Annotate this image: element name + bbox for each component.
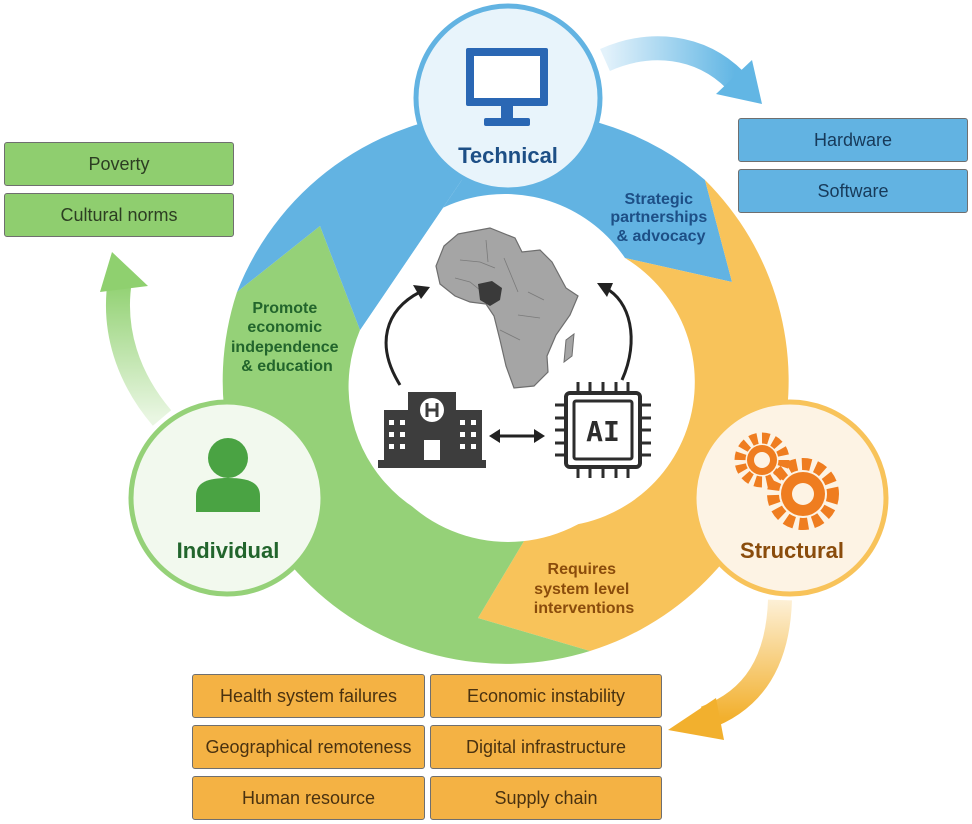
arrow-to-structural-factors [668, 599, 792, 740]
ring-segment-technical [360, 111, 732, 331]
arrow-to-individual-factors [100, 252, 172, 426]
structural-factor-digital-infrastructure: Digital infrastructure [430, 725, 662, 769]
individual-factor-poverty: Poverty [4, 142, 234, 186]
individual-node-label: Individual [177, 538, 280, 563]
africa-map-nigeria-highlighted-icon [435, 227, 579, 389]
structural-factor-economic-instability: Economic instability [430, 674, 662, 718]
arrow-to-technical-factors [600, 36, 762, 104]
person-icon [196, 438, 260, 512]
individual-node: Individual [128, 399, 326, 597]
structural-factor-supply-chain: Supply chain [430, 776, 662, 820]
structural-factor-geographical-remoteness: Geographical remoteness [192, 725, 425, 769]
technical-factor-hardware: Hardware [738, 118, 968, 162]
ring-segment-technical-top [237, 111, 508, 330]
monitor-icon [466, 48, 548, 126]
technical-node-label: Technical [458, 143, 558, 168]
structural-node-label: Structural [740, 538, 844, 563]
structural-factor-human-resource: Human resource [192, 776, 425, 820]
ai-chip-icon: AI [555, 382, 651, 478]
hospital-ai-double-arrow [489, 429, 545, 443]
ring-segment-individual [222, 226, 590, 664]
hospital-icon [378, 392, 486, 468]
hospital-to-map-arrow [384, 285, 430, 386]
ai-chip-label: AI [586, 415, 620, 448]
structural-node: Structural [691, 399, 889, 597]
structural-factor-health-system-failures: Health system failures [192, 674, 425, 718]
individual-factor-cultural-norms: Cultural norms [4, 193, 234, 237]
structural-ring-label: Requires system level interventions [534, 561, 635, 617]
ai-to-map-arrow [597, 283, 633, 381]
gears-icon [734, 432, 839, 530]
individual-ring-label: Promote economic independence & educatio… [231, 300, 343, 375]
technical-ring-label: Strategic partnerships & advocacy [610, 191, 711, 245]
technical-factor-software: Software [738, 169, 968, 213]
technical-node: Technical [413, 3, 603, 193]
